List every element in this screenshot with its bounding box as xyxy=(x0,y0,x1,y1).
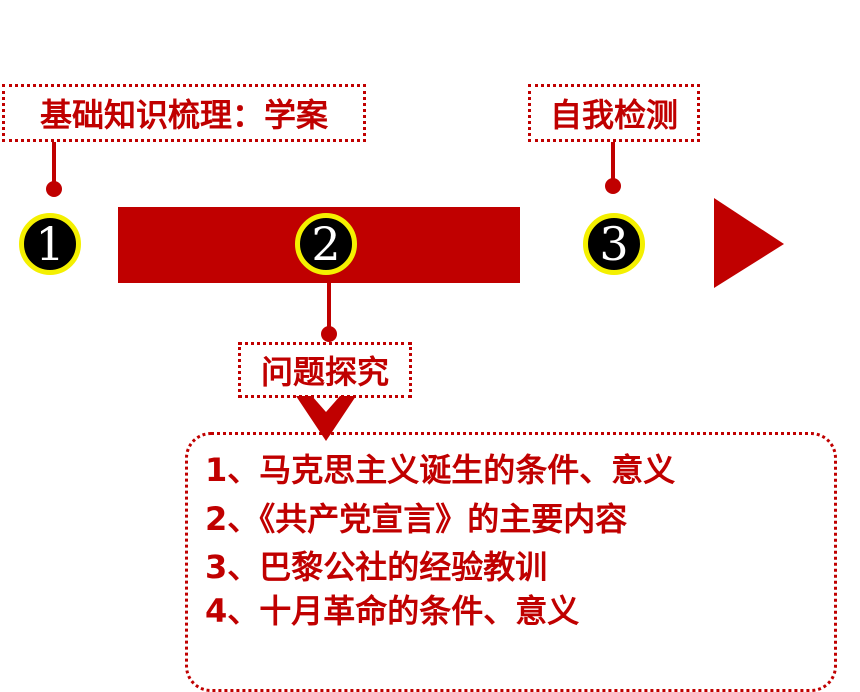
step-number-3: 3 xyxy=(599,217,629,271)
list-item-4: 4、十月革命的条件、意义 xyxy=(205,592,580,630)
label-step2: 问题探究 xyxy=(238,342,412,398)
label-step3: 自我检测 xyxy=(528,84,700,142)
list-item-2: 2、《共产党宣言》的主要内容 xyxy=(205,500,628,538)
connector-step2 xyxy=(327,283,331,333)
list-item-1: 1、马克思主义诞生的条件、意义 xyxy=(205,451,676,489)
connector-dot-step3 xyxy=(605,178,621,194)
step-circle-1: 1 xyxy=(19,213,81,275)
label-step1: 基础知识梳理：学案 xyxy=(2,84,366,142)
label-step3-text: 自我检测 xyxy=(549,96,678,134)
list-item-3: 3、巴黎公社的经验教训 xyxy=(205,548,548,586)
connector-step3 xyxy=(611,142,615,188)
step-number-1: 1 xyxy=(35,217,65,271)
chevron-down-icon xyxy=(296,396,356,441)
connector-step1 xyxy=(52,142,56,188)
step-circle-3: 3 xyxy=(583,213,645,275)
step-circle-2: 2 xyxy=(295,213,357,275)
arrow-right-icon xyxy=(714,198,784,288)
label-step1-text: 基础知识梳理：学案 xyxy=(39,96,328,134)
label-step2-text: 问题探究 xyxy=(260,353,389,391)
connector-dot-step1 xyxy=(46,181,62,197)
step-number-2: 2 xyxy=(311,217,341,271)
connector-dot-step2 xyxy=(321,326,337,342)
